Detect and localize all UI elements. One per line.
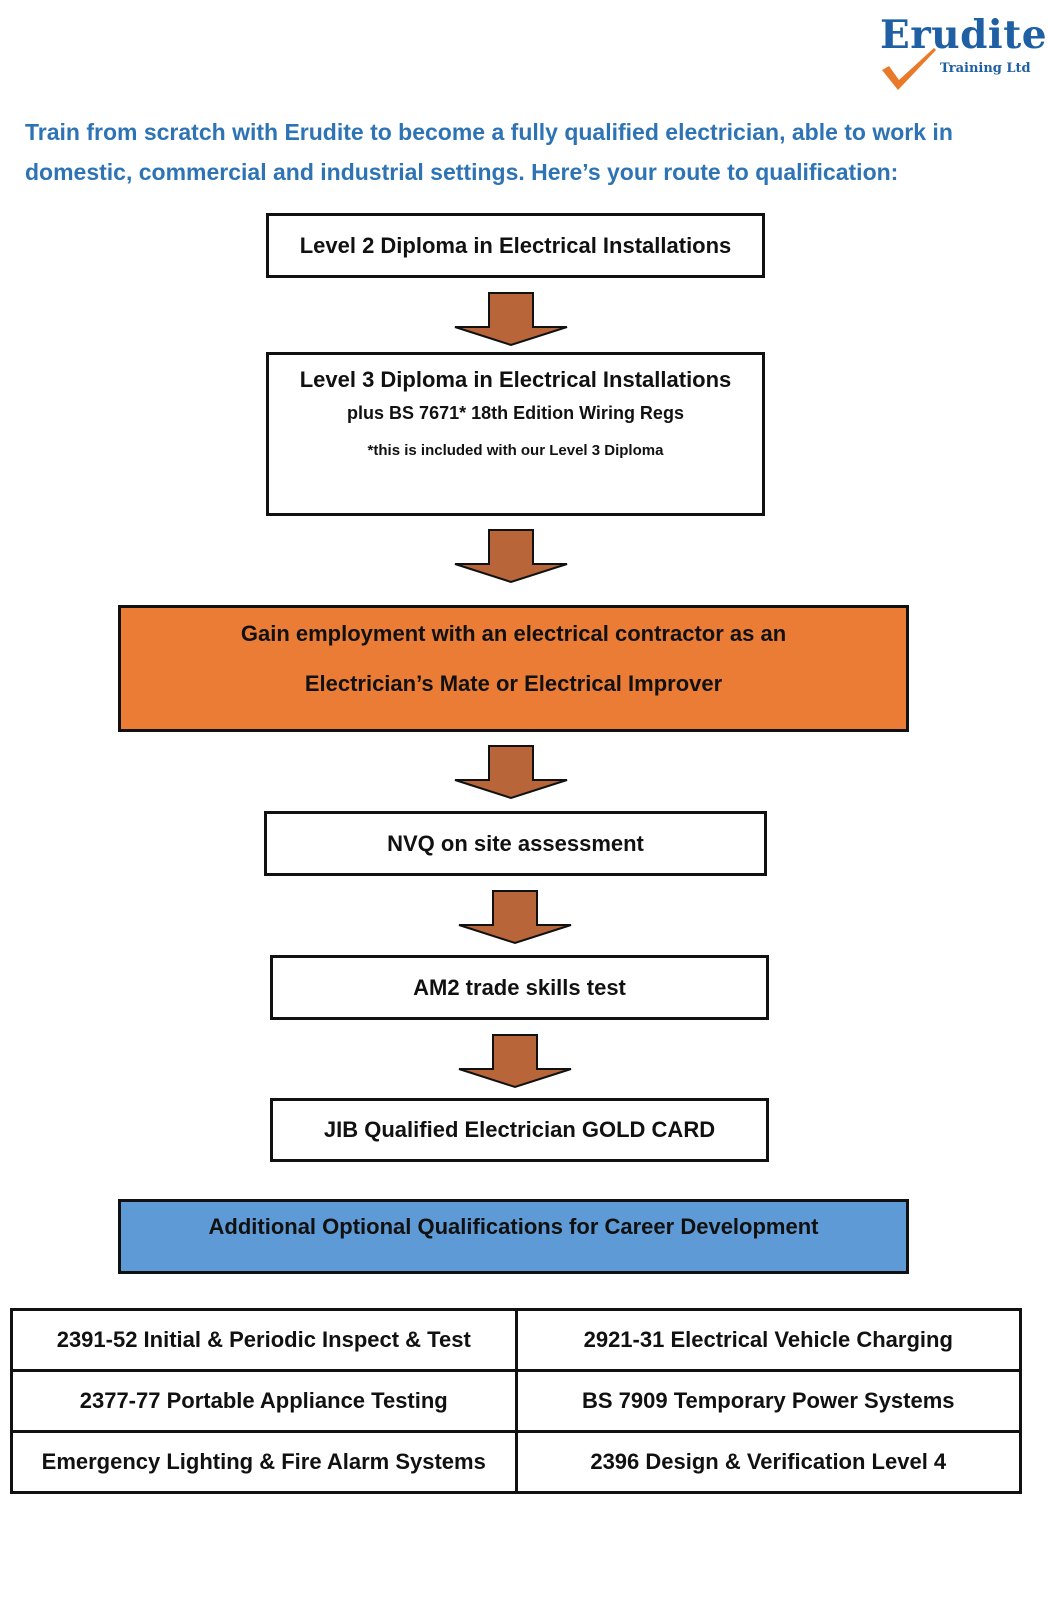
step-level-2-diploma: Level 2 Diploma in Electrical Installati… (266, 213, 765, 278)
step-level-2-label: Level 2 Diploma in Electrical Installati… (299, 232, 732, 258)
table-cell: 2921-31 Electrical Vehicle Charging (514, 1308, 1022, 1372)
additional-qualifications-heading: Additional Optional Qualifications for C… (118, 1199, 909, 1274)
step-level-3-title: Level 3 Diploma in Electrical Installati… (299, 367, 732, 392)
step-nvq: NVQ on site assessment (264, 811, 767, 876)
step-am2: AM2 trade skills test (270, 955, 769, 1020)
logo-tagline: Training Ltd (940, 61, 1031, 76)
down-arrow-icon (451, 292, 571, 347)
table-cell: 2377-77 Portable Appliance Testing (10, 1369, 518, 1433)
additional-heading-label: Additional Optional Qualifications for C… (208, 1214, 819, 1239)
table-row: 2377-77 Portable Appliance Testing BS 79… (10, 1369, 1022, 1433)
table-row: Emergency Lighting & Fire Alarm Systems … (10, 1430, 1022, 1494)
step-nvq-label: NVQ on site assessment (387, 830, 644, 856)
erudite-logo: Erudite Training Ltd (878, 10, 1047, 90)
table-row: 2391-52 Initial & Periodic Inspect & Tes… (10, 1308, 1022, 1372)
step-level-3-subtitle: plus BS 7671* 18th Edition Wiring Regs (347, 403, 684, 423)
intro-line-1: Train from scratch with Erudite to becom… (25, 119, 953, 145)
step-jib-label: JIB Qualified Electrician GOLD CARD (323, 1117, 716, 1142)
step-level-3-diploma: Level 3 Diploma in Electrical Installati… (266, 352, 765, 516)
table-cell: Emergency Lighting & Fire Alarm Systems (10, 1430, 518, 1494)
step-jib-gold-card: JIB Qualified Electrician GOLD CARD (270, 1098, 769, 1162)
check-mark-icon (882, 48, 936, 90)
intro-line-2: domestic, commercial and industrial sett… (25, 159, 899, 185)
down-arrow-icon (451, 529, 571, 584)
step-employment: Gain employment with an electrical contr… (118, 605, 909, 732)
table-cell: 2391-52 Initial & Periodic Inspect & Tes… (10, 1308, 518, 1372)
down-arrow-icon (455, 890, 575, 945)
logo-wordmark: Erudite (880, 12, 1048, 58)
step-employment-line-1: Gain employment with an electrical contr… (240, 621, 787, 646)
table-cell: 2396 Design & Verification Level 4 (514, 1430, 1022, 1494)
step-employment-line-2: Electrician’s Mate or Electrical Improve… (304, 671, 723, 696)
intro-text: Train from scratch with Erudite to becom… (25, 112, 1025, 192)
step-level-3-note: *this is included with our Level 3 Diplo… (367, 442, 664, 459)
step-am2-label: AM2 trade skills test (413, 974, 626, 1000)
additional-qualifications-table: 2391-52 Initial & Periodic Inspect & Tes… (10, 1308, 1022, 1494)
down-arrow-icon (455, 1034, 575, 1089)
table-cell: BS 7909 Temporary Power Systems (514, 1369, 1022, 1433)
down-arrow-icon (451, 745, 571, 800)
